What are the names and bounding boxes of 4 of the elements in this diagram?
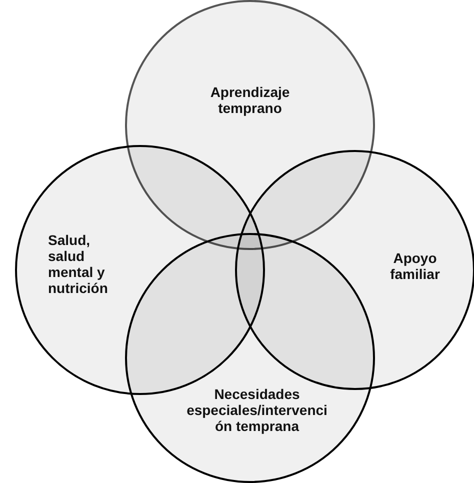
- circle-label: Salud, salud mental y nutrición: [48, 232, 109, 296]
- circle-label: Aprendizaje temprano: [209, 84, 291, 116]
- circle-label: Necesidades especiales/intervenci ón temprana: [186, 386, 328, 434]
- circle-label: Apoyo familiar: [389, 250, 441, 282]
